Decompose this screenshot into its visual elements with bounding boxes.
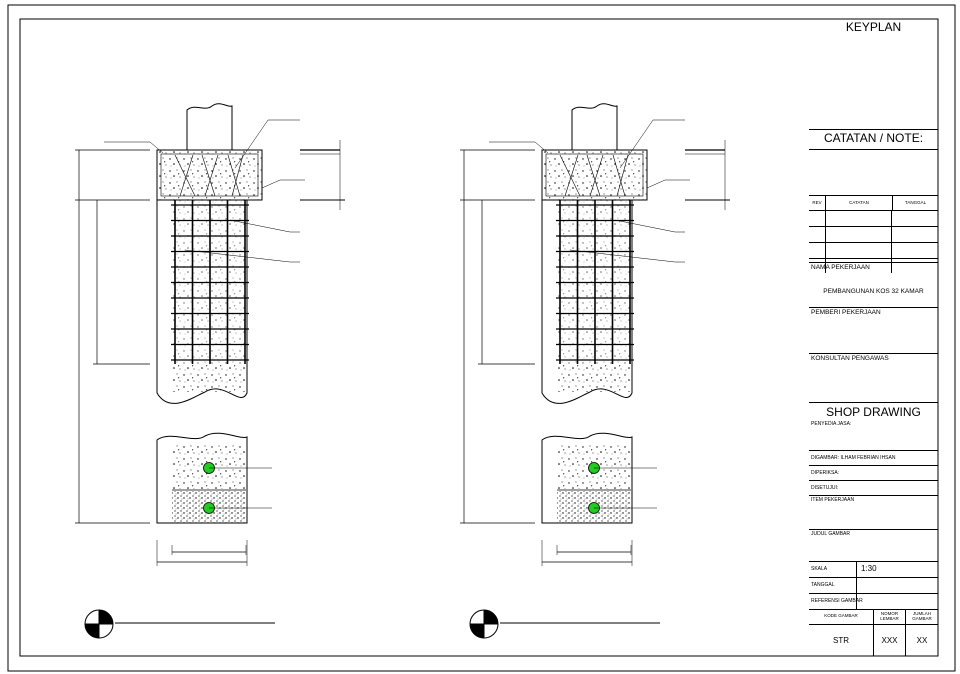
- pilecap-leader: [234, 119, 300, 169]
- cage-concrete: [557, 200, 633, 364]
- nama-pekerjaan-value: PEMBANGUNAN KOS 32 KAMAR: [823, 288, 924, 295]
- penyedia-jasa: PENYEDIA JASA:: [811, 421, 852, 427]
- kode-gambar-value: STR: [833, 636, 849, 645]
- title-block: KEYPLAN CATATAN / NOTE: REV CATATAN TANG…: [809, 19, 938, 656]
- side-rebar-leader: [261, 179, 305, 189]
- lower-section: [541, 432, 633, 524]
- rev-catatan-header: CATATAN: [826, 196, 893, 210]
- column-stub: [186, 103, 233, 150]
- revision-table: REV CATATAN TANGGAL: [809, 195, 938, 273]
- stirrup-leader: [614, 219, 685, 233]
- pilecap-rebar-outline: [160, 153, 259, 197]
- pilecap-bar-2: [201, 154, 216, 197]
- nama-pekerjaan-label: NAMA PEKERJAAN: [809, 262, 938, 277]
- digambar: DIGAMBAR: ILHAM FEBRIAN IHSAN: [809, 450, 938, 465]
- lower-section: [156, 432, 248, 524]
- top-rebar-leader: [489, 141, 549, 154]
- kode-gambar-table: KODE GAMBAR NOMOR LEMBAR JUMLAH GAMBAR S…: [809, 609, 938, 656]
- disetujui: DISETUJUI:: [809, 480, 938, 495]
- pilecap-bar-2: [586, 154, 601, 197]
- section-mark-q1: [99, 610, 113, 624]
- pile-concrete-fill: [557, 364, 631, 392]
- kode-gambar-label: KODE GAMBAR: [824, 613, 858, 618]
- main-bar-leader: [569, 249, 685, 263]
- pile-concrete-fill: [172, 364, 246, 392]
- judul-gambar: JUDUL GAMBAR: [809, 529, 938, 561]
- pilecap-bar-5: [616, 154, 629, 197]
- shop-drawing-title: SHOP DRAWING: [809, 402, 938, 420]
- main-bar-leader: [184, 249, 300, 263]
- section-mark-q3: [85, 624, 99, 638]
- cage-concrete: [172, 200, 248, 364]
- referensi-label: REFERENSI GAMBAR: [809, 593, 938, 609]
- pilecap-bar-4: [227, 154, 241, 197]
- pilecap-leader: [619, 119, 685, 169]
- item-pekerjaan: ITEM PEKERJAAN: [809, 495, 938, 529]
- pilecap-bar-3: [589, 154, 604, 197]
- pilecap-bar-4: [612, 154, 626, 197]
- tanggal-label: TANGGAL: [809, 577, 938, 593]
- skala-label: SKALA: [811, 566, 828, 572]
- skala-row: SKALA: [809, 561, 938, 577]
- jumlah-gambar-label: JUMLAH GAMBAR: [912, 611, 932, 621]
- detail-type-1: [75, 103, 345, 639]
- rev-header: REV: [809, 196, 826, 210]
- rev-tanggal-header: TANGGAL: [904, 200, 927, 205]
- nomor-lembar-value: XXX: [881, 636, 898, 645]
- sheet-border: [7, 4, 956, 672]
- pilecap: [541, 149, 648, 201]
- pilecap-bar-0: [559, 154, 581, 197]
- diperiksa: DIPERIKSA:: [809, 465, 938, 480]
- keyplan-title: KEYPLAN: [845, 20, 902, 34]
- section-mark-q1: [484, 610, 498, 624]
- column-stub: [571, 103, 618, 150]
- catatan-title: CATATAN / NOTE:: [809, 129, 938, 149]
- notes-area: [809, 149, 938, 195]
- pilecap-bar-1: [564, 154, 579, 197]
- detail-type-2: [460, 103, 730, 639]
- side-rebar-leader: [646, 179, 690, 189]
- drawing-frame: [19, 18, 939, 657]
- rebar-cage: [556, 200, 634, 364]
- pilecap-bar-1: [179, 154, 194, 197]
- nomor-lembar-label: NOMOR LEMBAR: [880, 611, 899, 621]
- rebar-cage: [171, 200, 249, 364]
- stirrup-leader: [229, 219, 300, 233]
- pemberi-pekerjaan-label: PEMBERI PEKERJAAN: [809, 307, 938, 353]
- pilecap-bar-3: [204, 154, 219, 197]
- top-rebar-leader: [104, 141, 164, 154]
- konsultan-label: KONSULTAN PENGAWAS: [809, 353, 938, 402]
- pilecap-rebar-outline: [545, 153, 644, 197]
- pilecap: [156, 149, 263, 201]
- skala-value: 1:30: [861, 564, 877, 573]
- pilecap-bar-0: [174, 154, 196, 197]
- pilecap-bar-5: [231, 154, 244, 197]
- section-mark-q3: [470, 624, 484, 638]
- jumlah-gambar-value: XX: [916, 636, 928, 645]
